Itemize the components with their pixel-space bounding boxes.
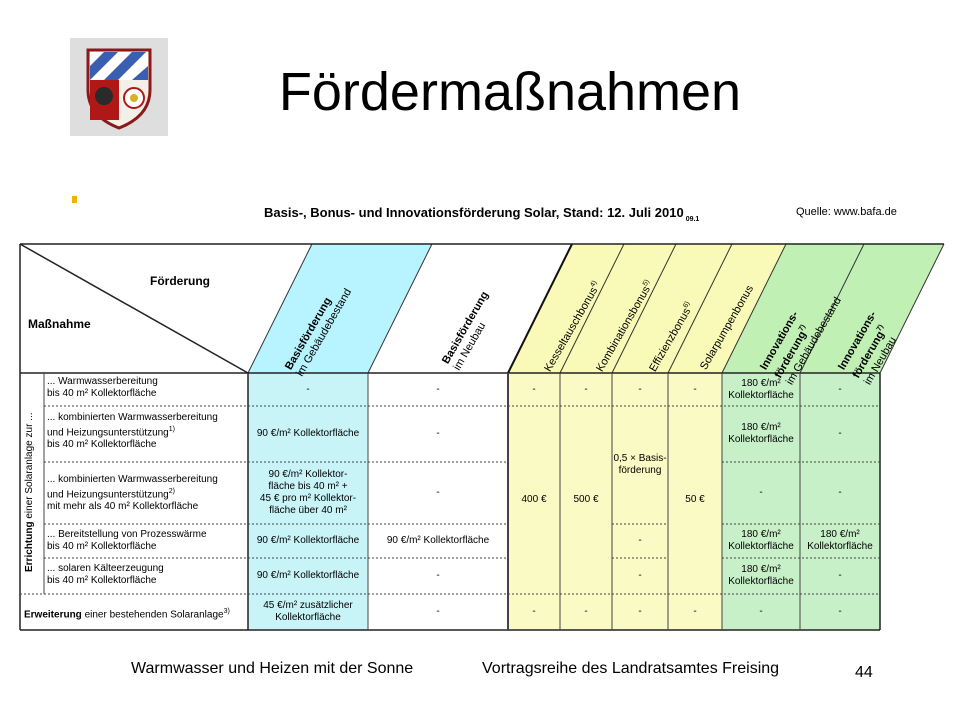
cell-basis-bestand-r1: - xyxy=(306,383,310,395)
cell-kombi-merged: 500 € xyxy=(573,494,599,505)
cell-basis-bestand-r2: 90 €/m² Kollektorfläche xyxy=(256,428,360,439)
corner-label-foerderung: Förderung xyxy=(150,274,210,288)
corner-label-massnahme: Maßnahme xyxy=(28,317,91,331)
cell-basis-neubau-r3: - xyxy=(436,487,440,498)
cell-effizienz-r6: - xyxy=(638,606,642,617)
cell-pumpen-merged: 50 € xyxy=(685,494,705,505)
cell-pumpen-r1: - xyxy=(693,383,697,395)
row-label-erweiterung: Erweiterung einer bestehenden Solaranlag… xyxy=(24,608,230,621)
cell-innov-neubau-r5: - xyxy=(838,570,842,581)
cell-basis-neubau-r2: - xyxy=(436,428,440,439)
coat-of-arms-logo xyxy=(70,38,168,136)
cell-basis-neubau-r4: 90 €/m² Kollektorfläche xyxy=(386,535,490,546)
table-title: Basis-, Bonus- und Innovationsförderung … xyxy=(264,205,700,223)
source-note: Quelle: www.bafa.de xyxy=(796,206,897,218)
footer-right-text: Vortragsreihe des Landratsamtes Freising xyxy=(482,660,780,677)
cell-innov-neubau-r2: - xyxy=(838,428,842,439)
cell-effizienz-merged: 0,5 × Basis- förderung xyxy=(613,453,667,476)
cell-innov-neubau-r4: 180 €/m² Kollektorfläche xyxy=(807,529,873,552)
cell-kombi-r6: - xyxy=(584,606,588,617)
cell-kessel-r6: - xyxy=(532,606,536,617)
cell-innov-bestand-r3: - xyxy=(759,487,763,498)
cell-innov-bestand-r4: 180 €/m² Kollektorfläche xyxy=(728,529,794,552)
bullet-marker xyxy=(72,196,77,203)
cell-innov-bestand-r2: 180 €/m² Kollektorfläche xyxy=(728,422,794,445)
cell-effizienz-r5: - xyxy=(638,570,642,581)
cell-innov-neubau-r6: - xyxy=(838,606,842,617)
cell-innov-neubau-r3: - xyxy=(838,487,842,498)
cell-kessel-merged: 400 € xyxy=(521,494,547,505)
cell-basis-neubau-r6: - xyxy=(436,606,440,617)
cell-kessel-r1: - xyxy=(532,383,536,395)
cell-basis-bestand-r3: 90 €/m² Kollektor- fläche bis 40 m² + 45… xyxy=(259,469,357,516)
cell-innov-neubau-r1: - xyxy=(838,383,842,395)
cell-basis-bestand-r6: 45 €/m² zusätzlicher Kollektorfläche xyxy=(263,600,353,623)
cell-basis-neubau-r1: - xyxy=(436,383,440,395)
cell-effizienz-r1: - xyxy=(638,383,642,395)
page-number: 44 xyxy=(855,664,873,681)
cell-basis-bestand-r4: 90 €/m² Kollektorfläche xyxy=(256,535,360,546)
slide-title: Fördermaßnahmen xyxy=(278,62,742,122)
cell-innov-bestand-r5: 180 €/m² Kollektorfläche xyxy=(728,564,794,587)
cell-pumpen-r6: - xyxy=(693,606,697,617)
footer-left-text: Warmwasser und Heizen mit der Sonne xyxy=(131,660,414,677)
cell-innov-bestand-r6: - xyxy=(759,606,763,617)
cell-kombi-r1: - xyxy=(584,383,588,395)
cell-effizienz-r4: - xyxy=(638,535,642,546)
cell-basis-neubau-r5: - xyxy=(436,570,440,581)
cell-basis-bestand-r5: 90 €/m² Kollektorfläche xyxy=(256,570,360,581)
cell-innov-bestand-r1: 180 €/m² Kollektorfläche xyxy=(728,377,794,401)
side-label-errichtung: Errichtung einer Solaranlage zur ... xyxy=(24,412,35,572)
